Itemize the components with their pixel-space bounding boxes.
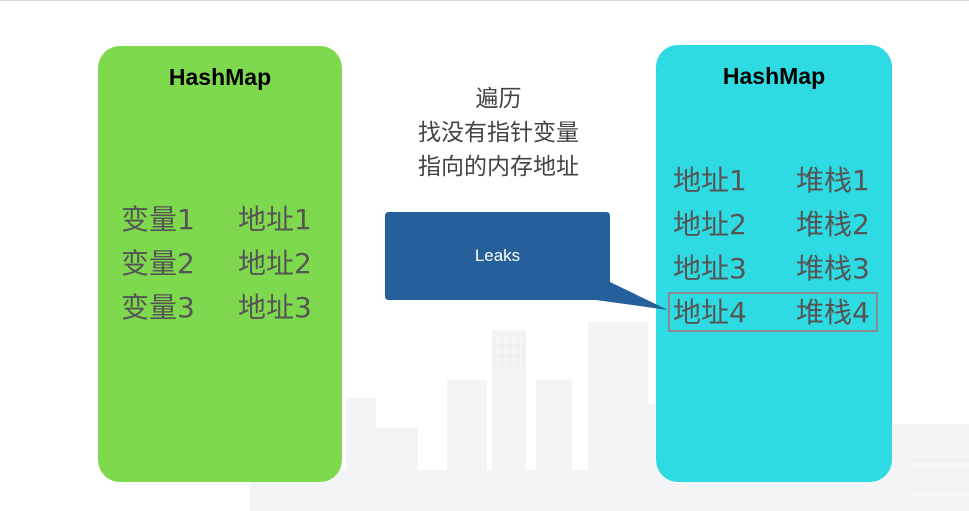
hashmap-addresses-panel: HashMap	[656, 45, 892, 482]
address-value: 地址2	[673, 208, 747, 241]
left-table-row: 变量1 地址1	[121, 198, 331, 242]
address-value: 地址1	[673, 164, 747, 197]
caption-line: 指向的内存地址	[418, 154, 579, 180]
leaked-row-highlight	[668, 292, 878, 332]
stack-value: 堆栈2	[796, 208, 870, 241]
caption-line: 遍历	[475, 86, 522, 112]
left-table-row: 变量2 地址2	[121, 242, 331, 286]
address-value: 地址1	[238, 203, 312, 236]
left-panel-title: HashMap	[168, 64, 272, 90]
address-value: 地址4	[673, 296, 747, 329]
address-value: 地址3	[238, 291, 312, 324]
stack-value: 堆栈4	[796, 296, 870, 329]
address-value: 地址3	[673, 252, 747, 285]
variable-name: 变量2	[121, 247, 195, 280]
right-table-row-leaked: 地址4 堆栈4	[673, 291, 883, 335]
right-table-row: 地址3 堆栈3	[673, 247, 883, 291]
hashmap-variables-panel: HashMap	[98, 46, 342, 482]
stack-value: 堆栈3	[796, 252, 870, 285]
top-divider	[0, 0, 969, 1]
right-table-row: 地址1 堆栈1	[673, 159, 883, 203]
right-panel-title: HashMap	[722, 63, 826, 89]
stack-value: 堆栈1	[796, 164, 870, 197]
variable-name: 变量1	[121, 203, 195, 236]
left-table-row: 变量3 地址3	[121, 286, 331, 330]
right-table-row: 地址2 堆栈2	[673, 203, 883, 247]
leaks-label: Leaks	[474, 246, 521, 265]
variable-name: 变量3	[121, 291, 195, 324]
address-value: 地址2	[238, 247, 312, 280]
caption-line: 找没有指针变量	[418, 120, 579, 146]
